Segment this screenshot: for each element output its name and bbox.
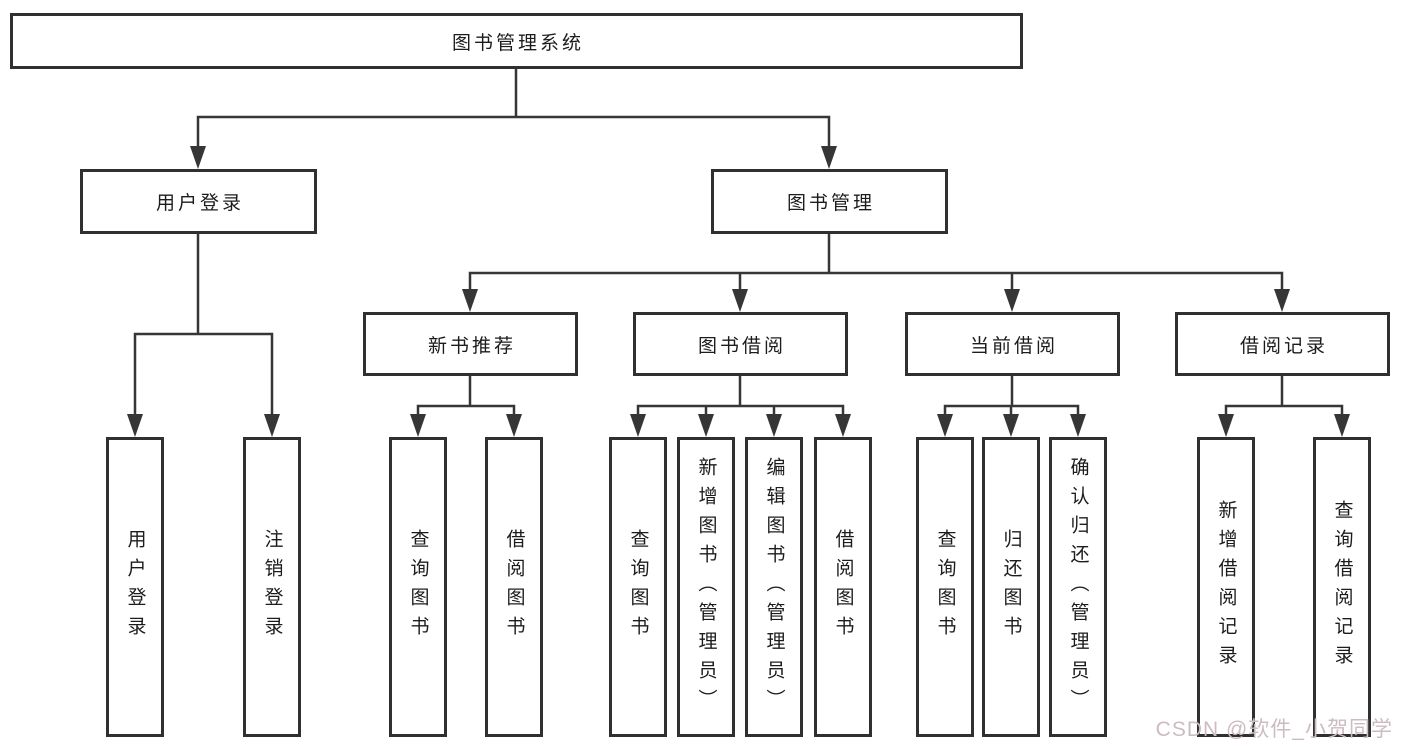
leaf-confirm-return-admin: 确认归还（管理员） (1049, 437, 1107, 737)
node-book-borrowing: 图书借阅 (633, 312, 848, 376)
node-user-login: 用户登录 (80, 169, 317, 234)
leaf-label: 查询图书 (627, 529, 649, 645)
leaf-add-borrow-record: 新增借阅记录 (1197, 437, 1255, 737)
leaf-label: 借阅图书 (503, 529, 525, 645)
node-borrowing-records: 借阅记录 (1175, 312, 1390, 376)
leaf-label: 查询借阅记录 (1331, 500, 1353, 674)
leaf-return-books: 归还图书 (982, 437, 1040, 737)
leaf-edit-book-admin: 编辑图书（管理员） (745, 437, 803, 737)
leaf-label: 用户登录 (124, 529, 146, 645)
leaf-query-books: 查询图书 (916, 437, 974, 737)
leaf-query-borrow-record: 查询借阅记录 (1313, 437, 1371, 737)
leaf-label: 编辑图书（管理员） (763, 456, 785, 718)
leaf-query-books: 查询图书 (609, 437, 667, 737)
leaf-label: 新增借阅记录 (1215, 500, 1237, 674)
leaf-borrow-books: 借阅图书 (485, 437, 543, 737)
watermark: CSDN @软件_小贺同学 (1155, 718, 1393, 741)
node-current-borrowing: 当前借阅 (905, 312, 1120, 376)
node-root: 图书管理系统 (10, 13, 1023, 69)
leaf-label: 查询图书 (407, 529, 429, 645)
leaf-borrow-books: 借阅图书 (814, 437, 872, 737)
leaf-label: 借阅图书 (832, 529, 854, 645)
leaf-label: 新增图书（管理员） (695, 456, 717, 718)
leaf-query-books: 查询图书 (389, 437, 447, 737)
leaf-label: 确认归还（管理员） (1067, 456, 1089, 718)
leaf-add-book-admin: 新增图书（管理员） (677, 437, 735, 737)
leaf-label: 注销登录 (261, 529, 283, 645)
node-new-book-recommendation: 新书推荐 (363, 312, 578, 376)
node-book-management: 图书管理 (711, 169, 948, 234)
leaf-label: 查询图书 (934, 529, 956, 645)
leaf-label: 归还图书 (1000, 529, 1022, 645)
leaf-logout: 注销登录 (243, 437, 301, 737)
leaf-user-login: 用户登录 (106, 437, 164, 737)
